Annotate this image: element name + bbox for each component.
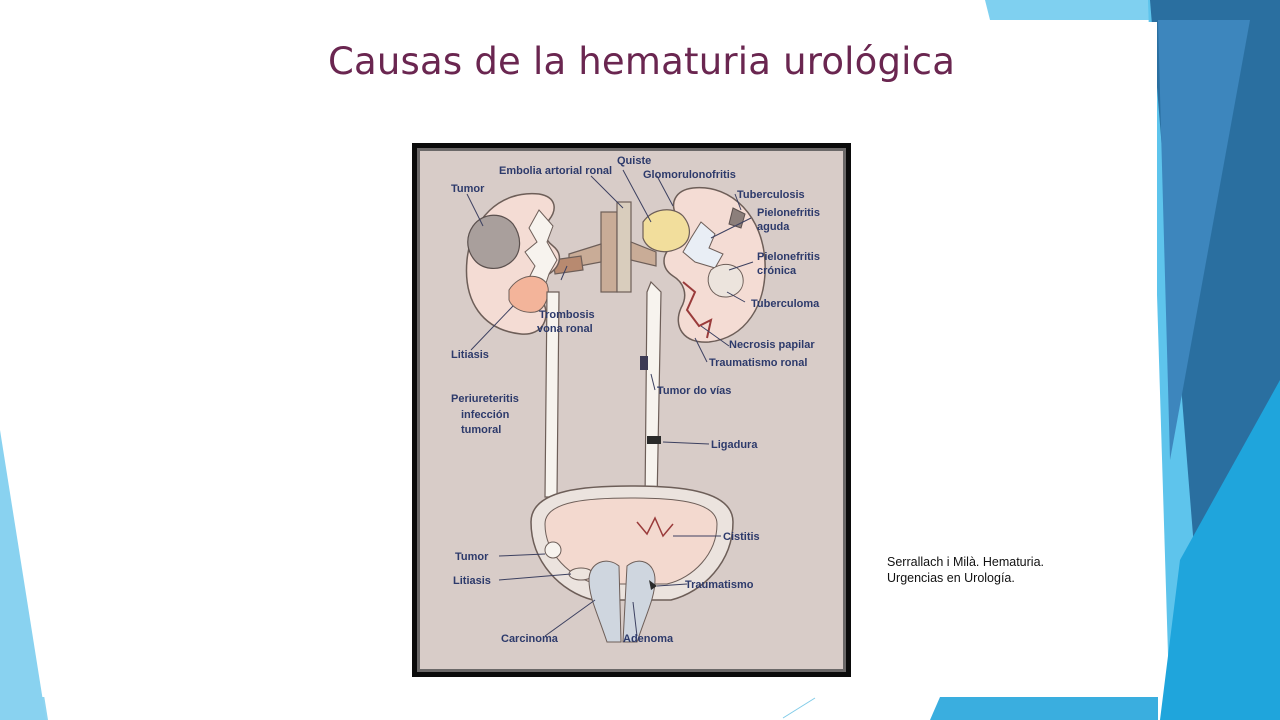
label-tumor-vias: Tumor do vías — [657, 385, 731, 397]
bg-accent-line — [782, 697, 816, 719]
label-carcinoma: Carcinoma — [501, 633, 559, 645]
source-citation: Serrallach i Milà. Hematuria. Urgencias … — [887, 554, 1127, 586]
label-tuberculosis: Tuberculosis — [737, 189, 805, 201]
label-glomerulonefritis: Glomorulonofritis — [643, 169, 736, 181]
label-trombosis-1: Trombosis — [539, 309, 595, 321]
label-ligadura: Ligadura — [711, 439, 758, 451]
label-traumatismo: Traumatismo — [685, 579, 754, 591]
label-pielonefritis-aguda-2: aguda — [757, 221, 790, 233]
label-periureteritis-1: Periureteritis — [451, 393, 519, 405]
citation-line-1: Serrallach i Milà. Hematuria. — [887, 555, 1044, 569]
bg-shape-blue-band — [1158, 20, 1250, 460]
label-tuberculoma: Tuberculoma — [751, 298, 820, 310]
bladder — [530, 485, 734, 643]
label-periureteritis-3: tumoral — [461, 424, 501, 436]
label-embolia: Embolia artorial ronal — [499, 165, 612, 177]
bg-shape-left-edge — [0, 430, 46, 720]
right-kidney — [640, 187, 766, 503]
label-pielonefritis-aguda-1: Pielonefritis — [757, 207, 820, 219]
label-necrosis: Necrosis papilar — [729, 339, 815, 351]
bg-shape-bottom-strip — [930, 697, 1158, 720]
label-quiste: Quiste — [617, 155, 651, 167]
label-tumor-bladder: Tumor — [455, 551, 489, 563]
label-litiasis-kidney: Litiasis — [451, 349, 489, 361]
bladder-tumor — [544, 541, 562, 559]
label-traumatismo-renal: Traumatismo ronal — [709, 357, 807, 369]
label-tumor-kidney: Tumor — [451, 183, 485, 195]
urology-diagram: Tumor Embolia artorial ronal Quiste Glom… — [412, 143, 851, 677]
left-kidney — [465, 192, 561, 498]
leader-lines — [466, 169, 754, 637]
slide-title: Causas de la hematuria urológica — [328, 40, 956, 83]
label-litiasis-bladder: Litiasis — [453, 575, 491, 587]
label-cistitis: Cistitis — [723, 531, 760, 543]
label-pielonefritis-cronica-2: crónica — [757, 265, 797, 277]
label-periureteritis-2: infección — [461, 409, 510, 421]
citation-line-2: Urgencias en Urología. — [887, 571, 1015, 585]
bg-shape-bright-bottom — [1160, 380, 1280, 720]
label-pielonefritis-cronica-1: Pielonefritis — [757, 251, 820, 263]
label-adenoma: Adenoma — [623, 633, 674, 645]
label-trombosis-2: vona ronal — [537, 323, 593, 335]
